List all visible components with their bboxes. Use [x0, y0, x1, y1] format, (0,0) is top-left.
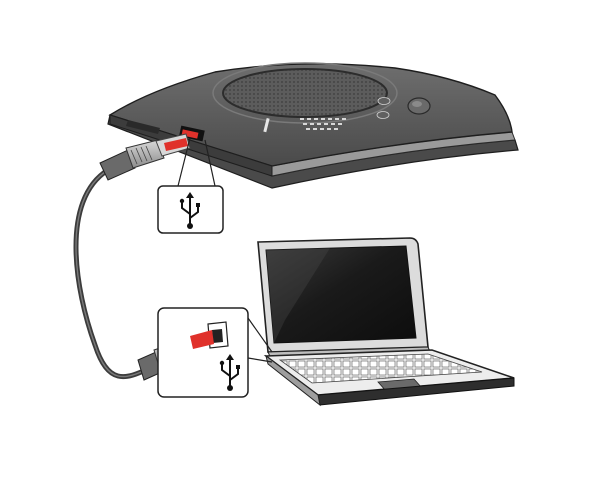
volume-down-button	[376, 111, 390, 119]
device-left-foot	[126, 120, 160, 134]
status-slot	[263, 117, 270, 133]
volume-up-button	[377, 97, 391, 105]
mute-button-highlight	[412, 101, 422, 107]
device-port-callout	[157, 137, 224, 234]
speakerphone-device	[107, 62, 519, 189]
usb-plug-device-end	[99, 133, 191, 181]
laptop-screen	[265, 245, 417, 344]
laptop-usb-port	[190, 321, 229, 349]
laptop-port-callout	[157, 307, 273, 398]
usb-icon	[219, 354, 240, 391]
laptop-computer	[257, 237, 515, 407]
speaker-grille	[222, 68, 388, 118]
cable-wire	[73, 167, 153, 380]
plug-insert-arrow-top	[164, 138, 188, 151]
led-indicator-bars	[300, 118, 346, 130]
laptop-keyboard	[278, 353, 483, 384]
usb-icon	[179, 192, 200, 229]
plug-insert-arrow-bottom	[190, 330, 214, 349]
callout-box-bottom	[157, 307, 249, 398]
